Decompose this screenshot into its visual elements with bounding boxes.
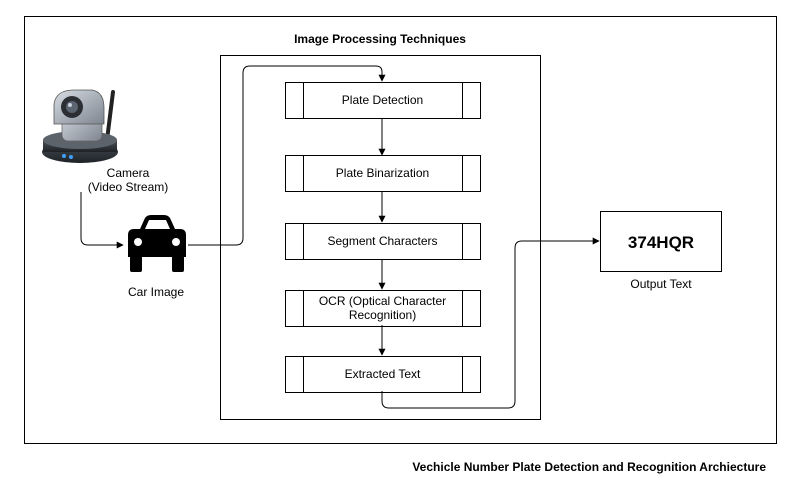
step-plate-binarization: Plate Binarization bbox=[285, 155, 481, 192]
step-label: Plate Binarization bbox=[336, 166, 429, 180]
step-label: Recognition) bbox=[349, 308, 416, 322]
connector-camera-to-car bbox=[80, 192, 124, 249]
step-label: Segment Characters bbox=[327, 234, 437, 248]
step-label: Extracted Text bbox=[345, 367, 421, 381]
outer-frame bbox=[24, 16, 777, 444]
step-extracted-text: Extracted Text bbox=[285, 356, 481, 393]
step-plate-detection: Plate Detection bbox=[285, 82, 481, 119]
step-segment-characters: Segment Characters bbox=[285, 223, 481, 260]
connector-extracted-to-output bbox=[381, 237, 600, 409]
processing-group-title: Image Processing Techniques bbox=[294, 32, 466, 46]
output-box bbox=[600, 211, 722, 272]
step-box bbox=[285, 290, 481, 327]
camera-icon bbox=[42, 89, 118, 163]
connector-car-to-detection bbox=[188, 65, 386, 246]
step-box bbox=[285, 223, 481, 260]
output-label: Output Text bbox=[630, 277, 692, 291]
camera-label-line2: (Video Stream) bbox=[88, 180, 168, 194]
step-box bbox=[285, 356, 481, 393]
step-box bbox=[285, 155, 481, 192]
diagram-caption: Vechicle Number Plate Detection and Reco… bbox=[412, 460, 766, 474]
car-icon bbox=[128, 215, 186, 272]
processing-group-box bbox=[220, 55, 541, 420]
camera-label-line1: Camera bbox=[107, 166, 150, 180]
step-box bbox=[285, 82, 481, 119]
step-label: OCR (Optical Character bbox=[319, 294, 446, 308]
step-label: Plate Detection bbox=[342, 93, 423, 107]
output-value: 374HQR bbox=[628, 233, 694, 252]
car-label: Car Image bbox=[128, 285, 184, 299]
